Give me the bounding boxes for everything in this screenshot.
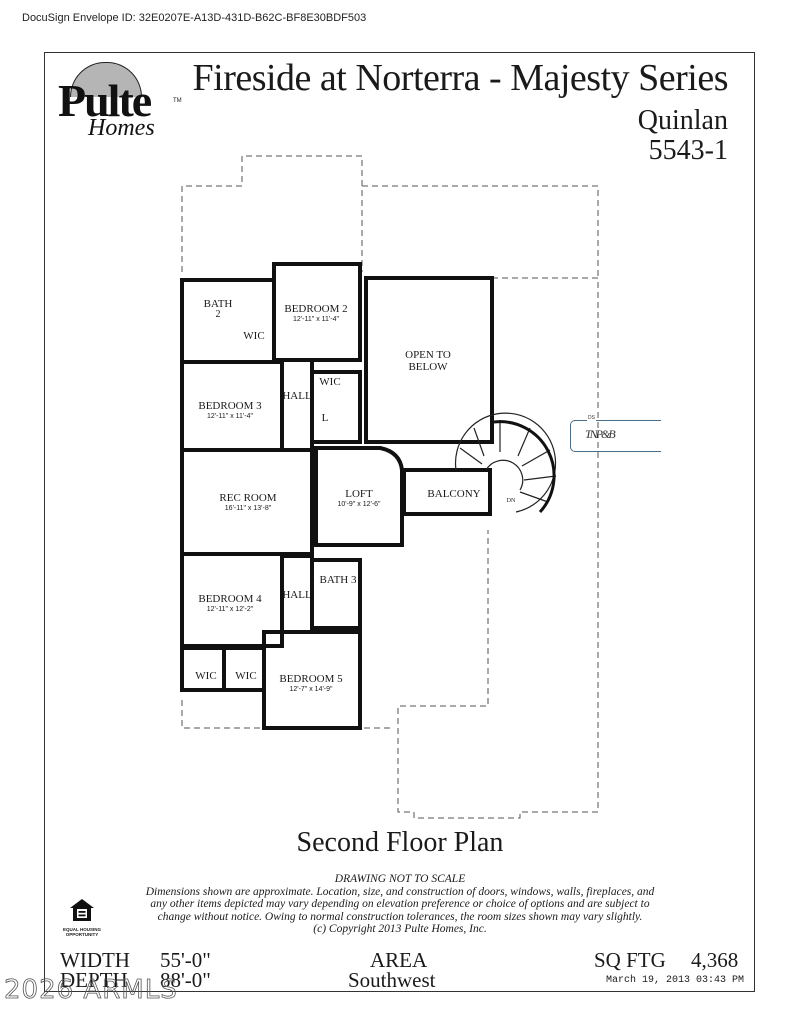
room-bedroom-5: BEDROOM 5 12'-7" x 14'-9" [279, 673, 343, 693]
width-label: WIDTH [60, 948, 130, 972]
room-balcony: BALCONY [427, 488, 481, 500]
room-loft: LOFT 10'-9" x 12'-6" [337, 488, 381, 508]
width-value: 55'-0" [160, 948, 211, 972]
community-title: Fireside at Norterra - Majesty Series [192, 57, 729, 99]
depth-value: 88'-0" [160, 968, 211, 992]
room-bedroom-3: BEDROOM 3 12'-11" x 11'-4" [198, 400, 262, 420]
print-timestamp: March 19, 2013 03:43 PM [605, 975, 744, 986]
disclaimer-heading: DRAWING NOT TO SCALE [334, 873, 466, 885]
initials-signature: TNP&B [585, 427, 616, 441]
logo-sub-text: Homes [88, 115, 155, 141]
room-hall-lower: HALL [282, 589, 312, 601]
room-wic-upper: WIC [243, 330, 265, 342]
room-open-to-below: OPEN TO BELOW [405, 349, 451, 373]
docusign-envelope-id: DocuSign Envelope ID: 32E0207E-A13D-431D… [22, 12, 367, 24]
room-rec-room: REC ROOM 16'-11" x 13'-8" [219, 492, 277, 512]
armls-watermark: 2026 ARMLS [4, 975, 178, 1006]
stair-down-label: DN [506, 498, 516, 504]
area-value: Southwest [348, 968, 436, 992]
copyright: (c) Copyright 2013 Pulte Homes, Inc. [313, 923, 487, 935]
sqftg-label: SQ FTG [594, 948, 666, 972]
docusign-initials-field[interactable]: DS TNP&B [570, 415, 661, 452]
equal-housing-badge: EQUAL HOUSING OPPORTUNITY [60, 898, 104, 937]
logo-brand-text: Pulte [58, 75, 152, 126]
plan-title: Second Floor Plan [296, 827, 504, 858]
docusign-tag: DS [587, 415, 596, 421]
room-bedroom-2: BEDROOM 2 12'-11" x 11'-4" [284, 303, 348, 323]
room-bath-2: BATH 2 [203, 298, 233, 320]
logo-trademark: TM [173, 98, 182, 104]
disclaimer-line-3: change without notice. Owing to normal c… [157, 910, 643, 923]
model-block: Quinlan 5543-1 [638, 106, 728, 166]
area-label: AREA [370, 948, 428, 972]
equal-housing-icon [70, 899, 94, 921]
room-bedroom-4: BEDROOM 4 12'-11" x 12'-2" [198, 593, 262, 613]
room-linen: L [321, 412, 329, 424]
room-wic-hall: WIC [319, 376, 341, 388]
disclaimer: DRAWING NOT TO SCALE Dimensions shown ar… [110, 873, 690, 936]
room-bath-3: BATH 3 [319, 574, 357, 586]
model-name: Quinlan [637, 105, 728, 136]
sqftg-value: 4,368 [691, 948, 739, 972]
room-hall-upper: HALL [282, 390, 312, 402]
room-wic-lower-right: WIC [235, 670, 257, 682]
disclaimer-line-2: any other items depicted may vary depend… [150, 898, 650, 910]
disclaimer-line-1: Dimensions shown are approximate. Locati… [145, 885, 655, 898]
room-wic-lower-left: WIC [195, 670, 217, 682]
model-number: 5543-1 [648, 135, 728, 166]
document-frame [44, 52, 755, 992]
depth-label: DEPTH [60, 968, 128, 992]
